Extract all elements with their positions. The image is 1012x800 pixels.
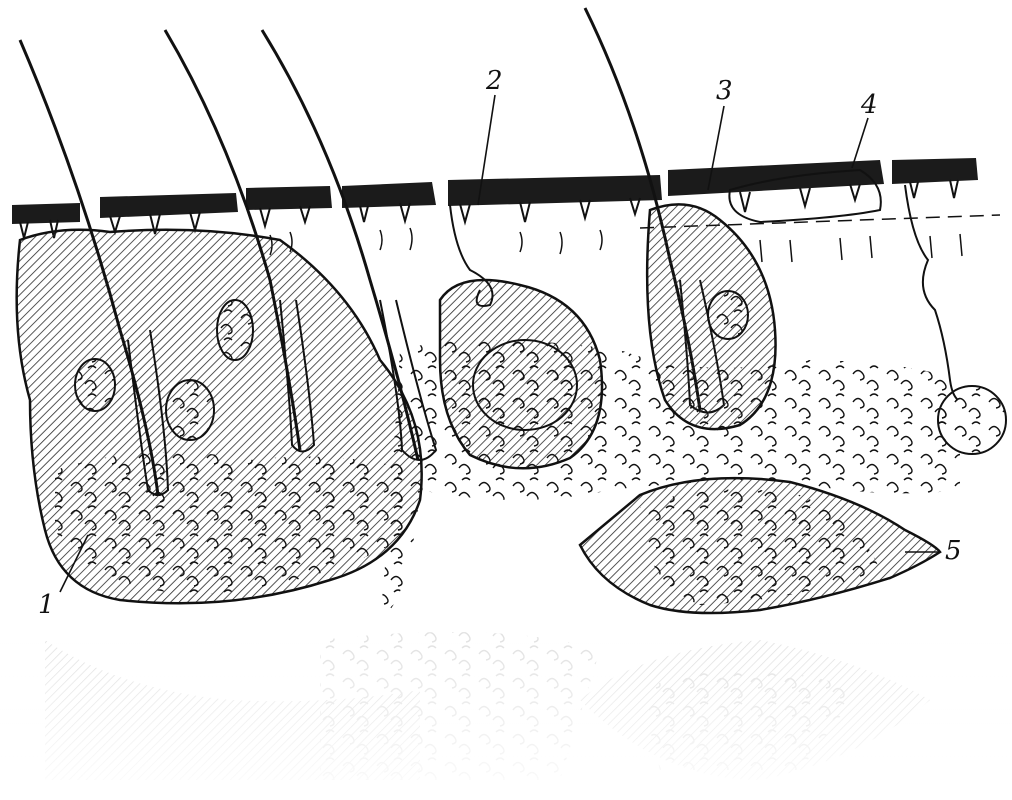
- reflection: [0, 630, 1012, 800]
- label-1: 1: [38, 592, 55, 618]
- label-5: 5: [945, 538, 962, 564]
- structure-5-fat-lobule: [580, 478, 940, 613]
- label-3: 3: [716, 78, 733, 104]
- label-4: 4: [861, 92, 878, 118]
- label-2: 2: [486, 68, 503, 94]
- structure-1-lobule: [17, 230, 422, 604]
